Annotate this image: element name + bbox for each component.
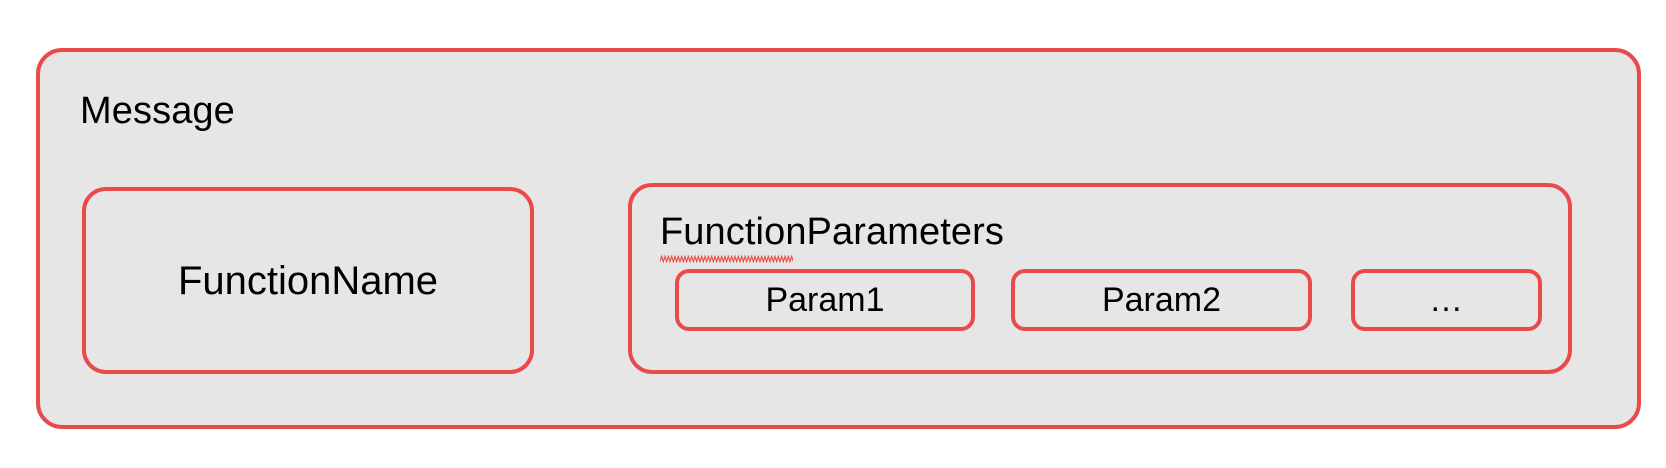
spellcheck-wrapper: FunctionParameters <box>660 213 1004 251</box>
param-box-2[interactable]: Param2 <box>1011 269 1312 331</box>
param-box-1[interactable]: Param1 <box>675 269 975 331</box>
param-label: Param1 <box>765 281 885 319</box>
function-parameters-label-text: FunctionParameters <box>660 211 1004 253</box>
param-label: Param2 <box>1101 281 1222 319</box>
message-label: Message <box>80 90 235 132</box>
spellcheck-squiggle-icon <box>660 255 793 263</box>
param-box-ellipsis[interactable]: … <box>1351 269 1542 331</box>
function-parameters-label: FunctionParameters <box>660 213 1004 251</box>
function-parameters-box[interactable]: FunctionParameters Param1 Param2 … <box>628 183 1572 374</box>
param-label: … <box>1429 281 1464 319</box>
message-box[interactable]: Message FunctionName FunctionParameters … <box>36 48 1641 429</box>
function-name-box[interactable]: FunctionName <box>82 187 534 374</box>
function-name-label: FunctionName <box>177 258 439 303</box>
